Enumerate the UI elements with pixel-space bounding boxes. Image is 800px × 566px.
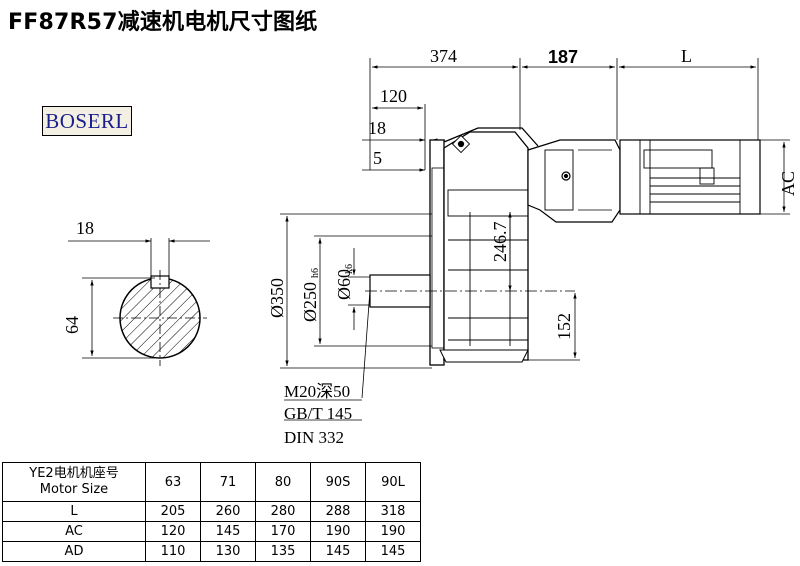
intermediate-stage [527,139,621,223]
dim-L: L [681,46,692,66]
dim-187: 187 [548,47,578,67]
table-row: L 205 260 280 288 318 [2,501,421,522]
table-cell: 130 [200,541,256,562]
table-header-cell: 80 [255,462,311,502]
dim-d60: Ø60 [334,269,354,300]
table-cell: 170 [255,521,311,542]
note-standard-gbt: GB/T 145 [284,404,353,423]
table-row: AD 110 130 135 145 145 [2,541,421,562]
table-cell: 318 [365,501,421,522]
table-cell: 205 [145,501,201,522]
table-cell: 190 [310,521,366,542]
dim-d250: Ø250 [300,282,320,322]
table-cell: 135 [255,541,311,562]
dim-AC: AC [778,171,798,196]
dim-120: 120 [380,86,407,106]
shaft-height-label: 64 [62,316,82,334]
table-header-label: YE2电机机座号 Motor Size [2,462,146,502]
table-header-cell: 63 [145,462,201,502]
note-standard-din: DIN 332 [284,428,344,447]
table-row: AC 120 145 170 190 190 [2,521,421,542]
row-label: L [2,501,146,522]
note-thread: M20深50 [284,382,351,401]
dim-246-7: 246.7 [490,222,510,263]
table-header-cell: 71 [200,462,256,502]
page-title: FF87R57减速机电机尺寸图纸 [8,10,318,35]
table-header-cell: 90S [310,462,366,502]
table-header-cell: 90L [365,462,421,502]
motor-size-table: YE2电机机座号 Motor Size 63 71 80 90S 90L L 2… [2,462,421,562]
dim-152-group: 152 [528,293,580,361]
table-cell: 280 [255,501,311,522]
table-cell: 260 [200,501,256,522]
dim-5: 5 [373,148,382,168]
header-line-en: Motor Size [39,482,109,497]
table-header-row: YE2电机机座号 Motor Size 63 71 80 90S 90L [2,462,421,502]
header-line-cn: YE2电机机座号 [29,466,119,481]
shaft-section-view: 18 64 [62,218,210,366]
table-cell: 190 [365,521,421,542]
dim-18-top: 18 [368,118,386,138]
note-leader [284,289,371,421]
top-dimension-chain: 374 187 L 120 18 5 [362,46,759,172]
row-label: AC [2,521,146,542]
brand-logo: BOSERL [42,106,132,136]
table-cell: 110 [145,541,201,562]
diameter-dimensions: Ø350 Ø250 h6 Ø60 k6 [267,213,432,369]
dim-d60-tol: k6 [344,264,355,274]
dim-d250-tol: h6 [310,268,321,278]
table-cell: 120 [145,521,201,542]
table-cell: 288 [310,501,366,522]
dim-AC-group: AC [760,139,798,215]
row-label: AD [2,541,146,562]
table-cell: 145 [310,541,366,562]
dim-374: 374 [430,46,457,66]
table-cell: 145 [200,521,256,542]
dim-d350: Ø350 [267,278,287,318]
electric-motor [619,139,761,215]
table-cell: 145 [365,541,421,562]
dim-152: 152 [554,313,574,340]
dim-246-group: 246.7 [490,212,512,291]
key-width-label: 18 [76,218,94,238]
